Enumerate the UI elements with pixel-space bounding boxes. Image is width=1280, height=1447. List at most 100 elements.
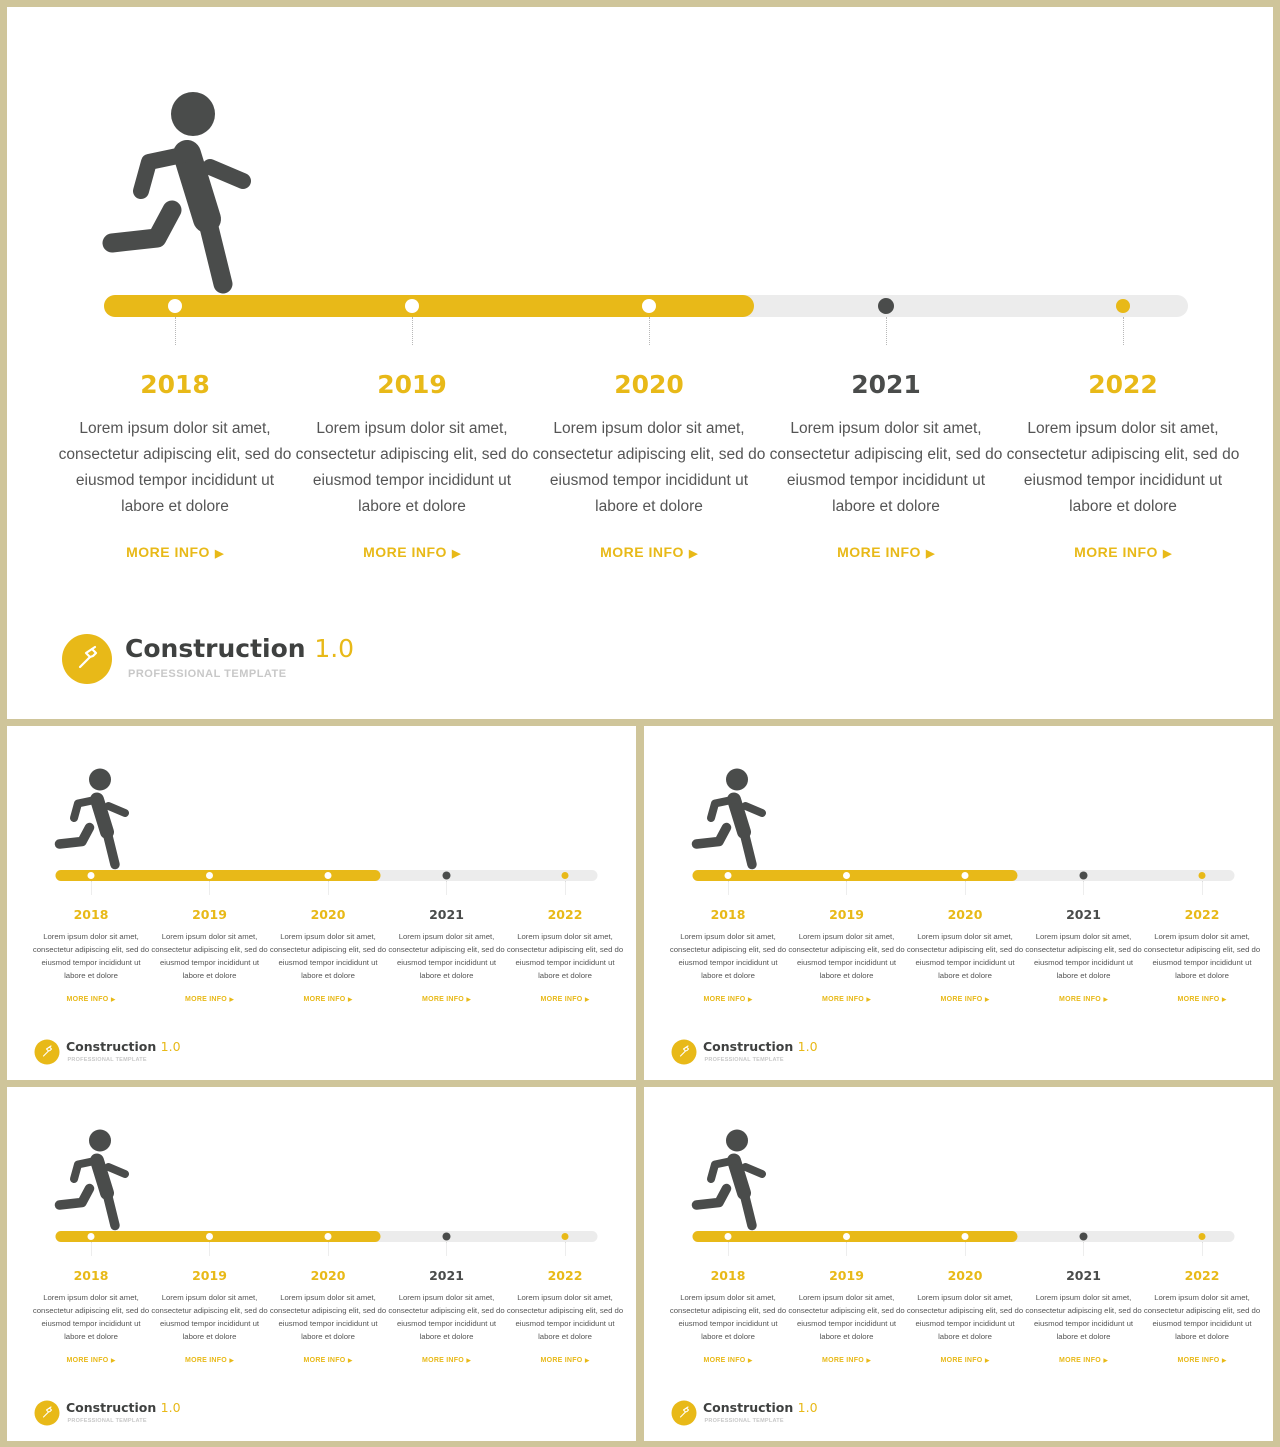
more-info-link[interactable]: MORE INFO▶ [669, 1356, 787, 1364]
more-info-label: MORE INFO [66, 994, 109, 1003]
more-info-link[interactable]: MORE INFO▶ [269, 1356, 387, 1364]
hammer-icon [679, 1406, 690, 1418]
brand-name: Construction 1.0 [703, 1401, 818, 1416]
more-info-label: MORE INFO [600, 544, 684, 560]
hammer-icon [42, 1406, 53, 1418]
milestone-connector [1083, 881, 1084, 895]
more-info-link[interactable]: MORE INFO▶ [57, 544, 293, 560]
more-info-label: MORE INFO [1059, 994, 1101, 1003]
milestone-description: Lorem ipsum dolor sit amet, consectetur … [1025, 932, 1142, 981]
more-info-link[interactable]: MORE INFO ▶ [768, 544, 1004, 560]
milestone-connector [886, 317, 887, 345]
more-info-link[interactable]: MORE INFO▶ [294, 544, 530, 560]
milestone-connector [846, 881, 847, 895]
more-info-link[interactable]: MORE INFO▶ [32, 995, 150, 1003]
play-arrow-icon: ▶ [925, 548, 935, 560]
play-arrow-icon: ▶ [347, 996, 353, 1003]
milestone-year: 2020 [614, 370, 684, 399]
milestone-description: Lorem ipsum dolor sit amet, consectetur … [1143, 1293, 1261, 1342]
play-arrow-icon: ▶ [584, 1357, 590, 1364]
milestone-description: Lorem ipsum dolor sit amet, consectetur … [269, 1293, 387, 1342]
brand-title: Construction [66, 1400, 157, 1416]
milestone-year: 2019 [829, 1268, 864, 1284]
timeline-progress-bar [55, 1231, 381, 1242]
more-info-link[interactable]: MORE INFO▶ [151, 1356, 269, 1364]
more-info-link[interactable]: MORE INFO▶ [1143, 1356, 1261, 1364]
more-info-link[interactable]: MORE INFO▶ [1025, 1356, 1143, 1364]
more-info-link[interactable]: MORE INFO▶ [269, 995, 387, 1003]
milestone-connector [91, 1242, 92, 1256]
milestone-connector [565, 881, 566, 895]
milestone-year: 2021 [429, 907, 464, 923]
more-info-link[interactable]: MORE INFO▶ [388, 995, 506, 1003]
timeline-progress-bar [55, 870, 381, 881]
more-info-link[interactable]: MORE INFO▶ [506, 1356, 624, 1364]
more-info-link[interactable]: MORE INFO▶ [506, 995, 624, 1003]
play-arrow-icon: ▶ [110, 996, 116, 1003]
milestone-connector [565, 1242, 566, 1256]
milestone-year: 2020 [947, 907, 983, 923]
milestone-dot [843, 1233, 850, 1240]
brand-version: 1.0 [797, 1400, 818, 1416]
milestone-description: Lorem ipsum dolor sit amet, consectetur … [788, 932, 905, 981]
milestone-dot [324, 872, 332, 879]
milestone-dot [561, 1233, 569, 1240]
more-info-label: MORE INFO [303, 994, 346, 1003]
milestone-description: Lorem ipsum dolor sit amet, consectetur … [906, 1293, 1024, 1342]
more-info-link[interactable]: MORE INFO▶ [788, 1356, 906, 1364]
milestone-dot [442, 1232, 451, 1241]
milestone-dot [1079, 871, 1088, 880]
hammer-icon [42, 1045, 53, 1057]
more-info-label: MORE INFO [837, 544, 921, 560]
more-info-label: MORE INFO [703, 994, 746, 1003]
more-info-link[interactable]: MORE INFO▶ [669, 995, 787, 1003]
more-info-link[interactable]: MORE INFO ▶ [531, 544, 767, 560]
play-arrow-icon: ▶ [866, 1357, 871, 1364]
milestone-description: Lorem ipsum dolor sit amet, consectetur … [769, 420, 1003, 515]
milestone-connector [1202, 881, 1203, 895]
running-person-icon [691, 768, 766, 870]
more-info-link[interactable]: MORE INFO▶ [1143, 995, 1261, 1003]
play-arrow-icon: ▶ [347, 1357, 353, 1364]
more-info-link[interactable]: MORE INFO▶ [32, 1356, 150, 1364]
more-info-link[interactable]: MORE INFO▶ [388, 1356, 506, 1364]
milestone-connector [328, 881, 329, 895]
more-info-link[interactable]: MORE INFO▶ [788, 995, 906, 1003]
milestone-dot [1116, 299, 1130, 313]
more-info-label: MORE INFO [940, 1355, 983, 1364]
more-info-label: MORE INFO [540, 1355, 583, 1364]
brand-logo [34, 1400, 60, 1426]
more-info-label: MORE INFO [185, 994, 227, 1003]
milestone-connector [728, 881, 729, 895]
milestone-description: Lorem ipsum dolor sit amet, consectetur … [532, 420, 766, 515]
play-arrow-icon: ▶ [688, 548, 698, 560]
more-info-link[interactable]: MORE INFO▶ [906, 1356, 1024, 1364]
milestone-dot [561, 872, 569, 879]
more-info-link[interactable]: MORE INFO▶ [906, 995, 1024, 1003]
milestone-description: Lorem ipsum dolor sit amet, consectetur … [295, 420, 529, 515]
more-info-link[interactable]: MORE INFO▶ [151, 995, 269, 1003]
more-info-label: MORE INFO [1177, 994, 1220, 1003]
more-info-link[interactable]: MORE INFO▶ [1025, 995, 1143, 1003]
more-info-link[interactable]: MORE INFO▶ [1005, 544, 1241, 560]
